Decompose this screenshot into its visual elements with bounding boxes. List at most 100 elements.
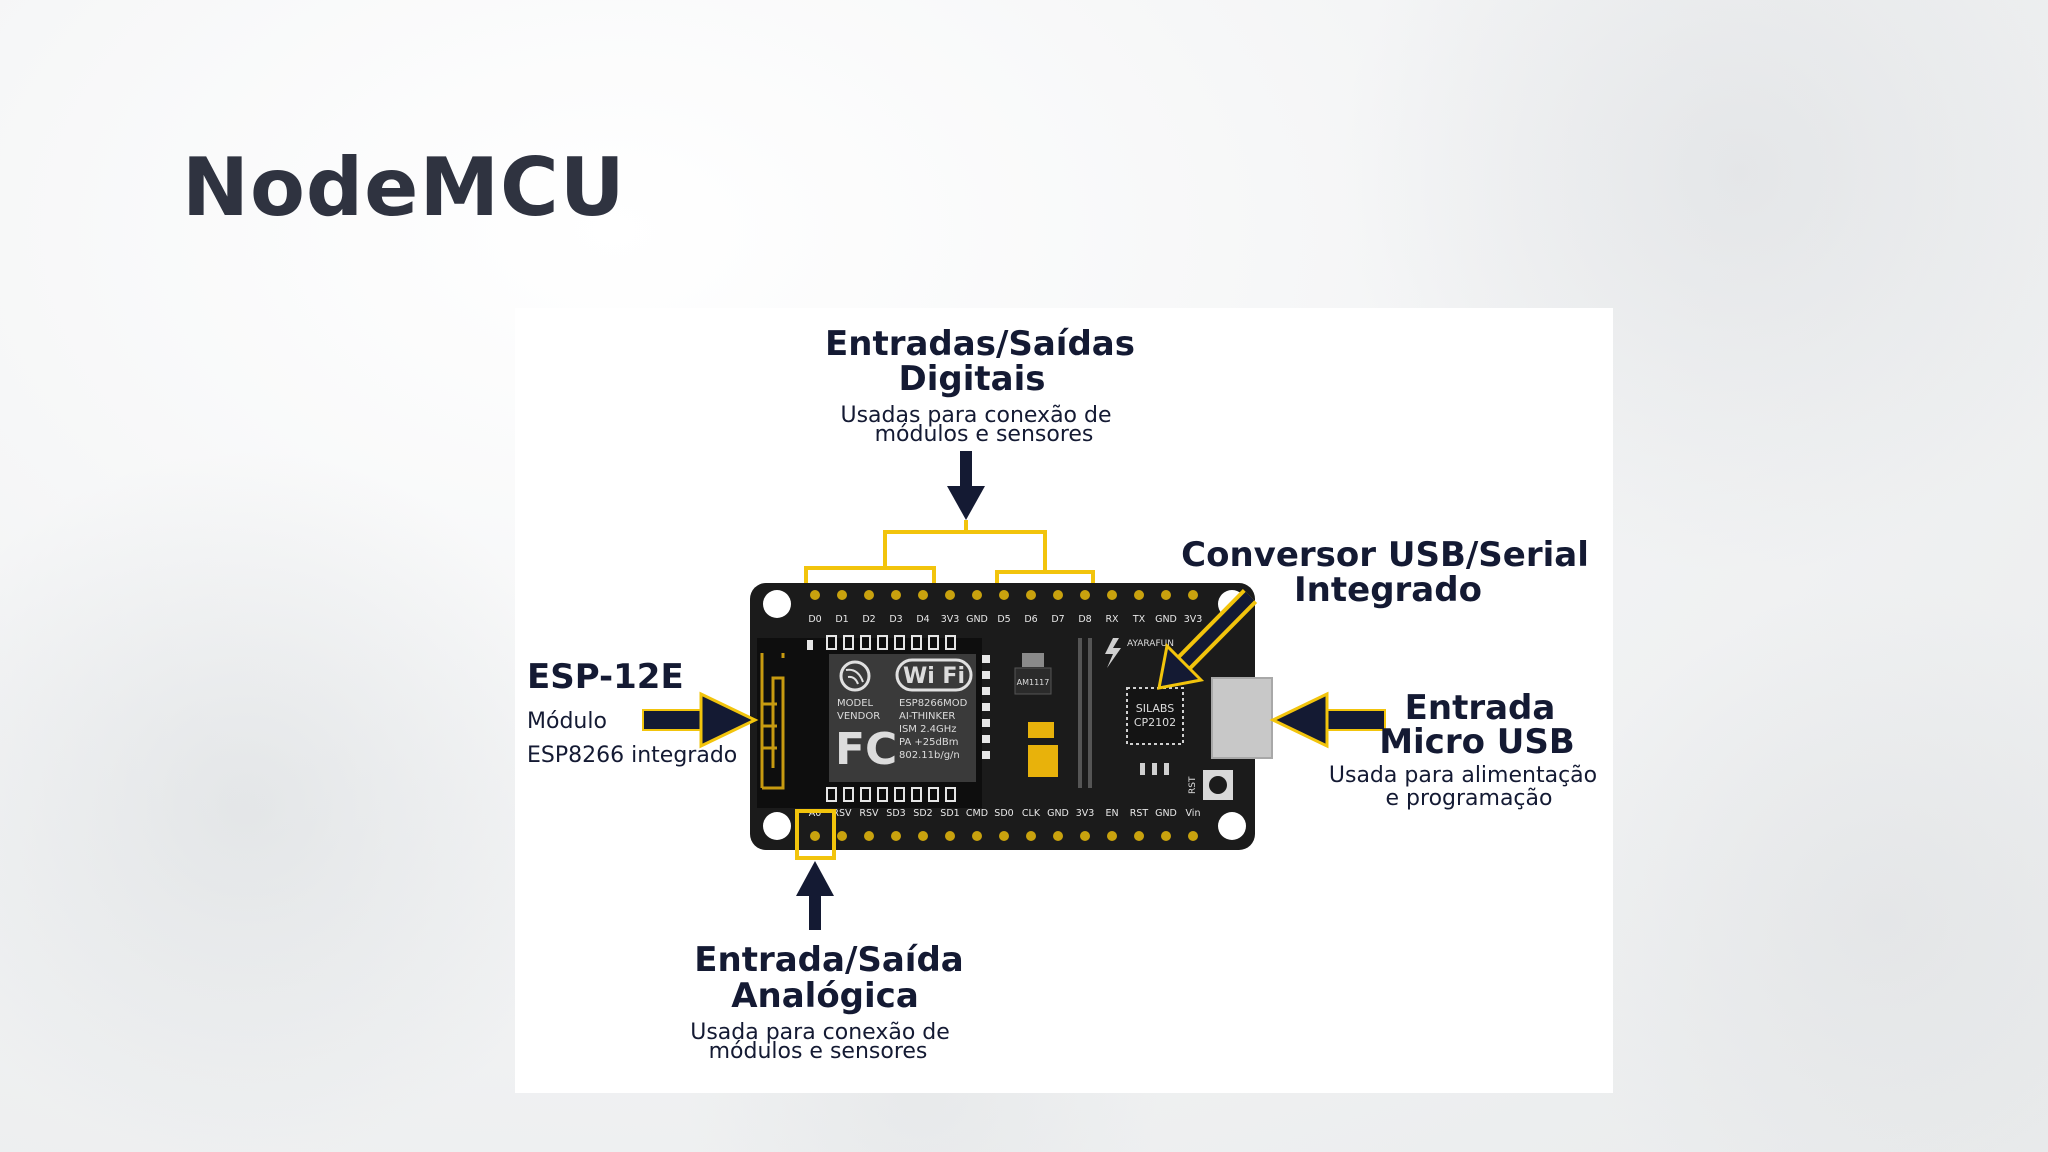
gpio-digital-title-1: Entradas/Saídas: [825, 324, 1135, 364]
module-spec-2: AI-THINKER: [899, 711, 955, 722]
pin-label: RSV: [859, 808, 879, 819]
micro-usb-desc-1: Usada para alimentação: [1329, 763, 1597, 788]
header-pad: [918, 590, 928, 600]
pin-label: D5: [997, 614, 1010, 625]
bottom-header-pads: [810, 831, 1198, 841]
header-pad: [1080, 590, 1090, 600]
header-pad: [945, 590, 955, 600]
pin-label: SD3: [886, 808, 905, 819]
header-pad: [810, 831, 820, 841]
pin-label: TX: [1132, 614, 1146, 625]
wifi-logo-icon: [895, 658, 973, 692]
header-pad: [891, 831, 901, 841]
analog-desc-1: Usada para conexão de: [690, 1020, 950, 1045]
header-pad: [972, 590, 982, 600]
esp12e-arrow: [642, 691, 759, 749]
module-vendor: VENDOR: [837, 711, 880, 722]
micro-usb-title-2: Micro USB: [1379, 722, 1575, 762]
micro-usb-arrow: [1269, 691, 1386, 749]
analog-desc-2: módulos e sensores: [709, 1039, 928, 1064]
top-pin-labels: D0 D1 D2 D3 D4 3V3 GND D5 D6 D7 D8 RX TX GND 3V3: [808, 614, 1202, 625]
module-spec-3: ISM 2.4GHz: [899, 724, 957, 735]
pin-label: GND: [1047, 808, 1069, 819]
usb-chip-line-2: CP2102: [1134, 716, 1176, 729]
rst-label: RST: [1188, 776, 1198, 794]
header-pad: [837, 590, 847, 600]
analog-title-2: Analógica: [731, 976, 919, 1016]
pin-label: CMD: [966, 808, 988, 819]
pin-label: RX: [1105, 614, 1119, 625]
gpio-digital-title-2: Digitais: [899, 359, 1046, 399]
analog-title-1: Entrada/Saída: [694, 940, 963, 980]
pin-label: GND: [1155, 808, 1177, 819]
pin-label: D3: [889, 614, 902, 625]
espressif-logo-icon: [839, 660, 871, 692]
header-pad: [864, 590, 874, 600]
header-pad: [918, 831, 928, 841]
pin-label: D7: [1051, 614, 1064, 625]
slide-title: NodeMCU: [182, 141, 626, 234]
pin-label: 3V3: [941, 614, 960, 625]
module-spec-1: ESP8266MOD: [899, 698, 968, 709]
module-spec-4: PA +25dBm: [899, 737, 958, 748]
header-pad: [891, 590, 901, 600]
header-pad: [1026, 831, 1036, 841]
header-pad: [864, 831, 874, 841]
pin-label: RST: [1130, 808, 1149, 819]
pin-label: GND: [966, 614, 988, 625]
usb-serial-title-2: Integrado: [1294, 570, 1482, 610]
pin-label: D6: [1024, 614, 1037, 625]
gpio-digital-arrow: [947, 451, 985, 520]
header-pad: [1053, 831, 1063, 841]
header-pad: [1134, 590, 1144, 600]
pin-label: A0: [809, 808, 822, 819]
module-spec-5: 802.11b/g/n: [899, 750, 960, 761]
gpio-digital-desc-2: módulos e sensores: [875, 422, 1094, 447]
pin-label: D0: [808, 614, 821, 625]
header-pad: [1107, 590, 1117, 600]
esp12e-title: ESP-12E: [527, 657, 684, 697]
diagram-canvas: Entradas/Saídas Digitais Usadas para con…: [527, 324, 1597, 1064]
header-pad: [1161, 831, 1171, 841]
header-pad: [1161, 590, 1171, 600]
pin-label: SD1: [940, 808, 959, 819]
usb-chip-line-1: SILABS: [1136, 702, 1174, 715]
pin-label: EN: [1105, 808, 1118, 819]
pin-label: D1: [835, 614, 848, 625]
lightning-icon: [1105, 638, 1121, 668]
board-components: AM1117 AYARAFUN SILABS CP2102: [982, 638, 1273, 800]
top-header-pads: [810, 590, 1198, 600]
pin-label: D2: [862, 614, 875, 625]
pin-label: GND: [1155, 614, 1177, 625]
pin-label: SD2: [913, 808, 932, 819]
header-pad: [810, 590, 820, 600]
analog-pin-highlight: [795, 809, 836, 860]
fc-logo-icon: FC: [835, 724, 897, 775]
header-pad: [1188, 831, 1198, 841]
header-pad: [1134, 831, 1144, 841]
bottom-pin-labels: A0 RSV RSV SD3 SD2 SD1 CMD SD0 CLK GND 3V3 EN RST GND…: [809, 808, 1201, 819]
pin-label: CLK: [1022, 808, 1041, 819]
header-pad: [999, 831, 1009, 841]
micro-usb-title-1: Entrada: [1405, 688, 1556, 728]
usb-serial-title-1: Conversor USB/Serial: [1181, 535, 1589, 575]
esp12e-module: Wi Fi MODEL VENDOR ESP8266MOD AI-THINKER…: [757, 635, 982, 808]
usb-serial-arrow: [1157, 588, 1258, 690]
module-model: MODEL: [837, 698, 874, 709]
header-pad: [1026, 590, 1036, 600]
header-pad: [837, 831, 847, 841]
regulator-label: AM1117: [1017, 678, 1050, 687]
pin-label: D8: [1078, 614, 1091, 625]
pin-label: 3V3: [1184, 614, 1203, 625]
header-pad: [1188, 590, 1198, 600]
nodemcu-diagram: Entradas/Saídas Digitais Usadas para con…: [515, 308, 1613, 1093]
micro-usb-desc-2: e programação: [1386, 786, 1553, 811]
esp12e-desc-1: Módulo: [527, 709, 607, 734]
header-pad: [999, 590, 1009, 600]
pin-label: RSV: [832, 808, 852, 819]
header-pad: [972, 831, 982, 841]
pin-label: D4: [916, 614, 929, 625]
pin-label: 3V3: [1076, 808, 1095, 819]
pin-label: SD0: [994, 808, 1013, 819]
